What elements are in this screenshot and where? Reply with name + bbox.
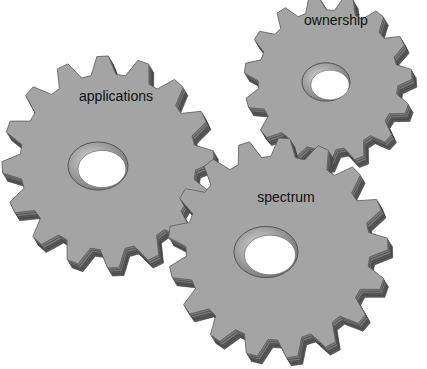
gear-shape: [158, 130, 406, 369]
gear-label: spectrum: [257, 190, 315, 204]
gear-label: ownership: [304, 13, 368, 27]
gear: spectrum: [158, 130, 406, 369]
gear-label: applications: [79, 89, 153, 103]
